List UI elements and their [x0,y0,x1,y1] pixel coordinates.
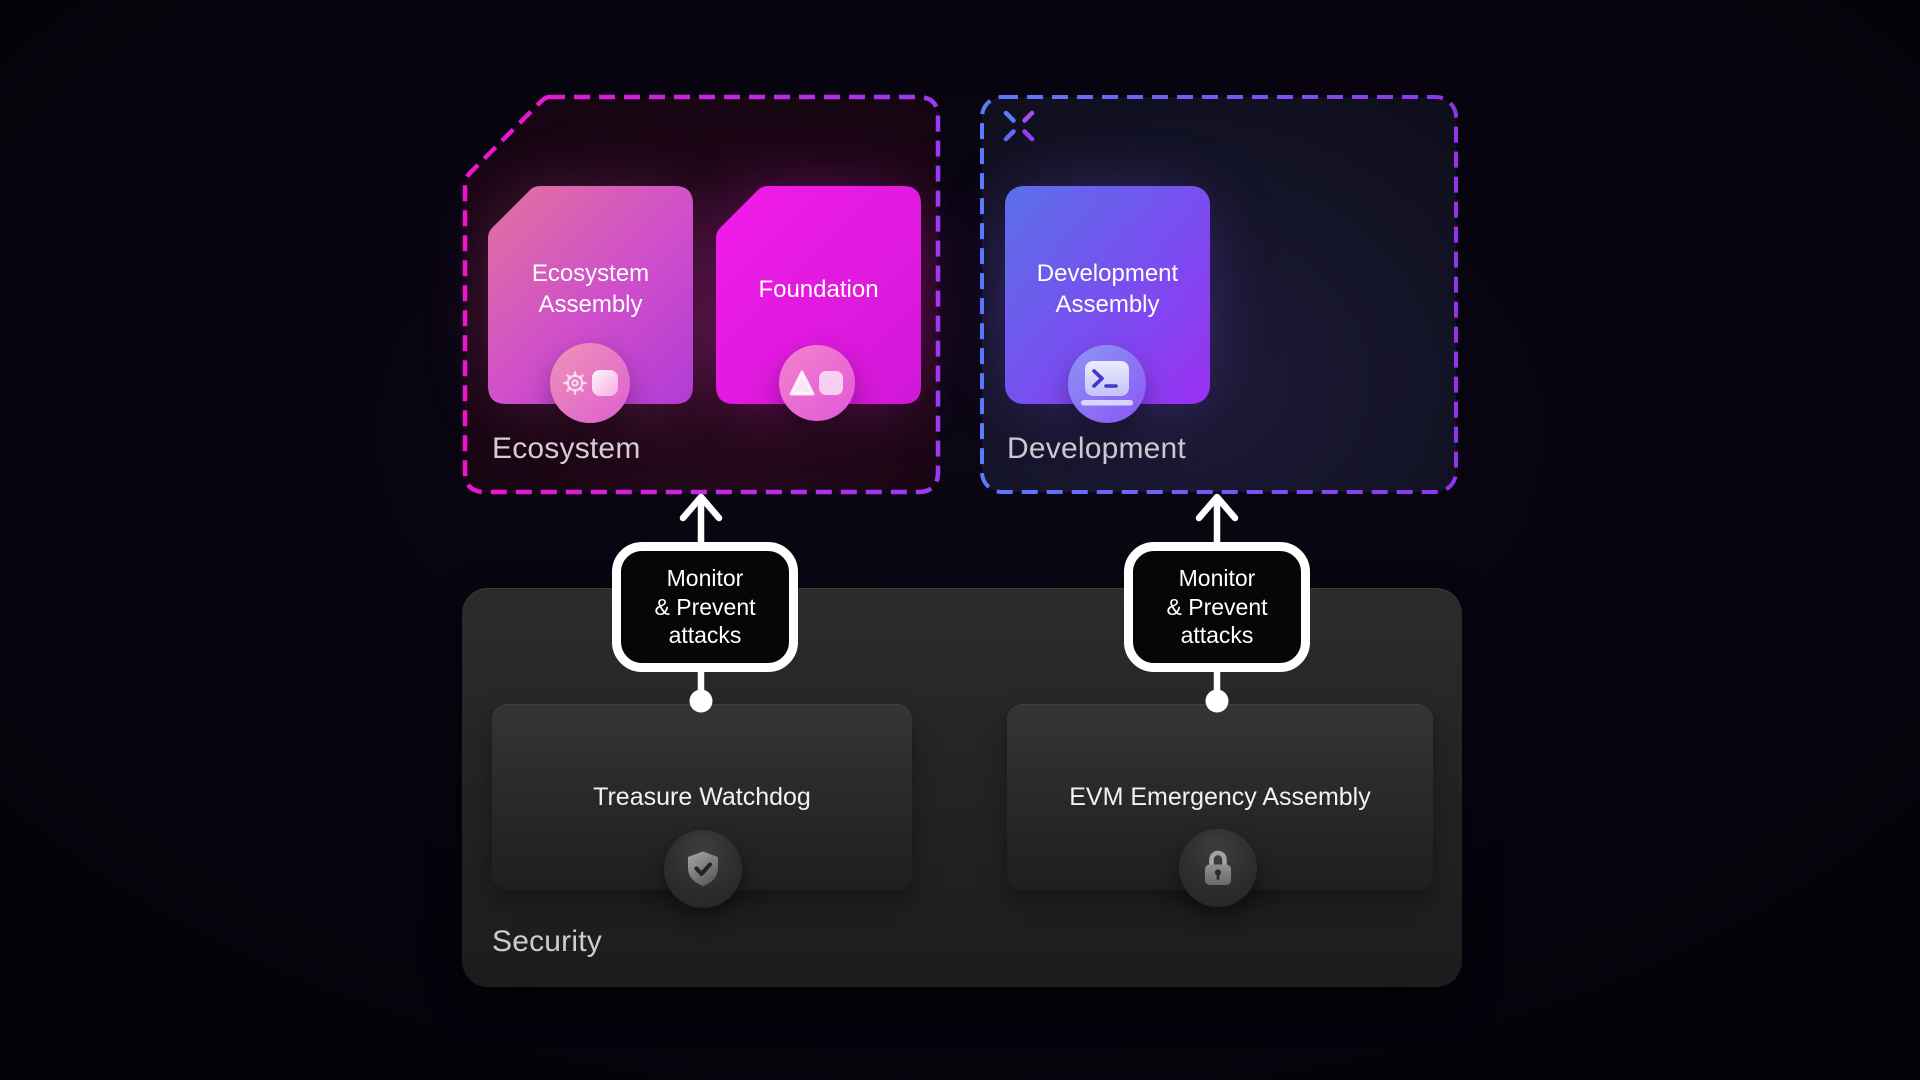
terminal-icon [1068,345,1146,423]
triangle-square-icon [779,345,855,421]
arrow-head-left [679,493,723,522]
monitor-prevent-badge-left: Monitor & Prevent attacks [612,542,798,672]
development-zone-label: Development [1007,432,1186,465]
monitor-prevent-badge-right: Monitor & Prevent attacks [1124,542,1310,672]
evm-emergency-assembly-title: EVM Emergency Assembly [1069,782,1371,811]
treasure-watchdog-title: Treasure Watchdog [593,782,811,811]
security-zone-label: Security [492,925,602,958]
shield-check-icon [664,830,742,908]
badge-label-right: Monitor & Prevent attacks [1166,564,1268,649]
ecosystem-zone-label: Ecosystem [492,432,641,465]
foundation-title: Foundation [758,275,879,303]
development-assembly-title: Development Assembly [1036,260,1179,318]
ecosystem-assembly-title: Ecosystem Assembly [531,260,650,318]
gear-shape-icon [550,343,630,423]
badge-label-left: Monitor & Prevent attacks [654,564,756,649]
collapse-x-icon [1003,110,1035,142]
lock-icon [1179,829,1257,907]
arrow-head-right [1195,493,1239,522]
